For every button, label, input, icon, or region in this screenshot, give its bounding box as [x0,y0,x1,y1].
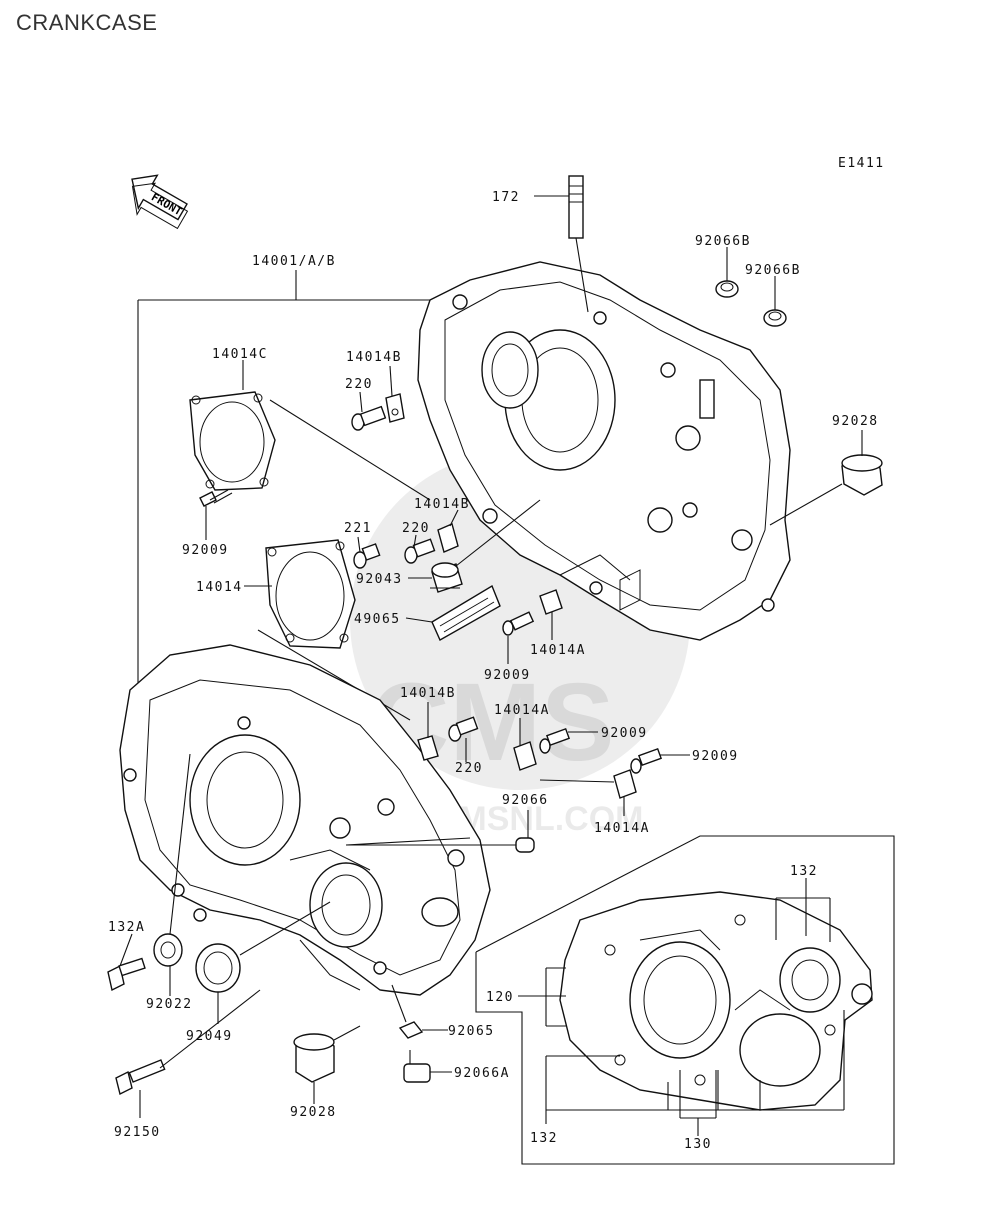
bolt-221 [353,536,381,569]
lower-crankcase-half [119,644,491,996]
dowel-92066b-2 [763,309,787,327]
label-132-bottom: 132 [530,1131,558,1146]
plate-14014a-2 [513,718,537,771]
ref-code: E1411 [838,156,885,171]
label-220-2: 220 [402,521,430,536]
label-92009-1: 92009 [182,543,229,558]
oil-seal-92049 [195,901,331,1024]
label-220-1: 220 [345,377,373,392]
label-220-3: 220 [455,761,483,776]
label-14014c: 14014C [212,347,268,362]
label-92049: 92049 [186,1029,233,1044]
plug-92066a [403,1050,452,1083]
label-14014a-3: 14014A [594,821,650,836]
bushing-92028-bottom [293,1025,361,1104]
bolt-92009-4 [630,747,690,774]
label-92022: 92022 [146,997,193,1012]
washer-92022 [153,933,183,996]
label-49065: 49065 [354,612,401,627]
label-92066b-2: 92066B [745,263,801,278]
leader-132-top [775,878,831,942]
leader-130 [679,1070,717,1136]
label-14014b-3: 14014B [400,686,456,701]
label-120: 120 [486,990,514,1005]
plate-14014a-1 [539,589,563,640]
label-92028-right: 92028 [832,414,879,429]
dowel-92066 [346,810,535,853]
label-132-top: 132 [790,864,818,879]
front-arrow-icon: FRONT [131,174,189,230]
label-92009-2: 92009 [484,668,531,683]
plate-49065 [405,584,501,641]
label-14014b-2: 14014B [414,497,470,512]
plug-92065 [391,984,448,1039]
bolt-220-1 [351,391,387,431]
label-92066: 92066 [502,793,549,808]
bolt-92009-2 [502,611,535,664]
plate-14014b-3 [417,702,439,761]
upper-crankcase-half [417,261,791,641]
plate-14014a-3 [539,769,637,816]
label-92066b-1: 92066B [695,234,751,249]
leader-132-bottom [545,1010,845,1124]
bolt-92009-3 [539,727,598,754]
inset-view [475,835,895,1165]
page-title: CRANKCASE [16,10,158,35]
gasket-14014 [265,539,356,649]
label-92065: 92065 [448,1024,495,1039]
stud-172 [568,175,589,313]
label-14001-a-b: 14001/A/B [252,254,336,269]
label-14014b-1: 14014B [346,350,402,365]
plate-14014b-1 [385,365,405,423]
plate-14014b-2 [437,509,459,553]
label-221: 221 [344,521,372,536]
bolt-220-3 [448,716,479,762]
gasket-14014c [189,391,276,491]
bolt-92009-1 [199,489,233,540]
dowel-92066b-1 [715,280,739,298]
label-92066a: 92066A [454,1066,510,1081]
leader-120 [518,967,566,1027]
bolt-92150 [115,989,261,1118]
bolt-132a [107,933,146,992]
label-14014a-2: 14014A [494,703,550,718]
label-92009-3: 92009 [601,726,648,741]
collar-92043 [408,499,541,593]
label-92043: 92043 [356,572,403,587]
bolt-220-2 [404,534,436,564]
label-92028-bottom: 92028 [290,1105,337,1120]
label-14014a-1: 14014A [530,643,586,658]
label-92150: 92150 [114,1125,161,1140]
bushing-92028-right [769,430,883,526]
label-172: 172 [492,190,520,205]
leader-14001 [137,270,430,690]
label-92009-4: 92009 [692,749,739,764]
label-14014: 14014 [196,580,243,595]
label-132a: 132A [108,920,145,935]
label-130: 130 [684,1137,712,1152]
